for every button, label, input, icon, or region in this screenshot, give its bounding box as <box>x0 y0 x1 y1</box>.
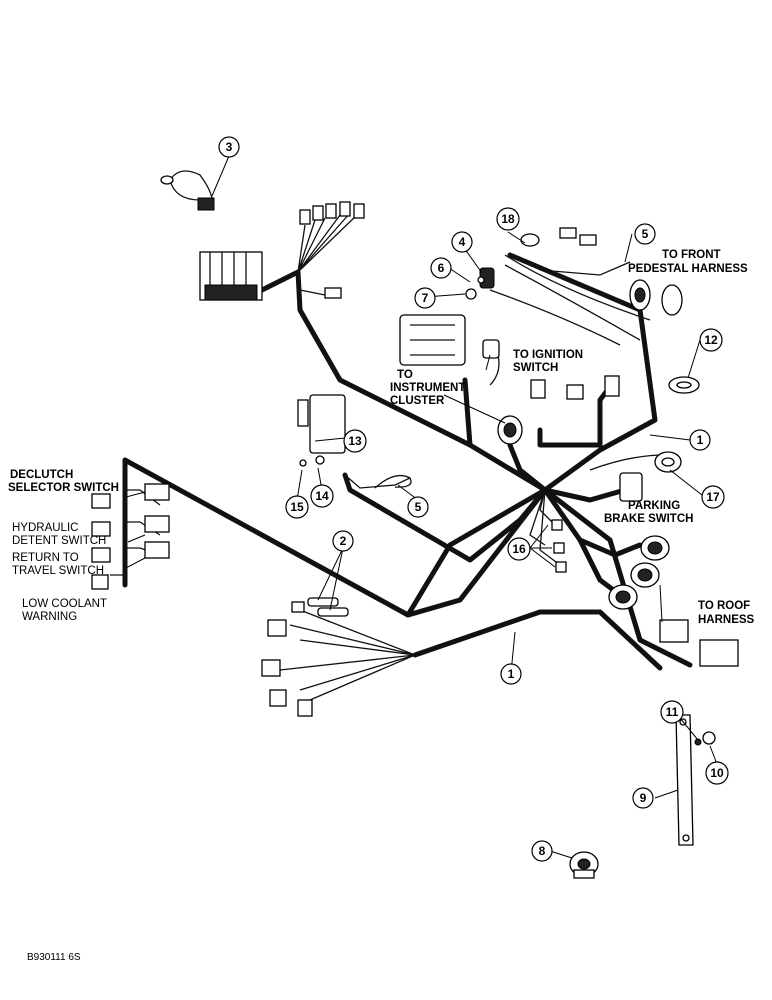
fuse-block <box>199 251 263 301</box>
svg-text:15: 15 <box>290 500 304 514</box>
grommet-18 <box>520 227 597 247</box>
svg-text:TRAVEL SWITCH: TRAVEL SWITCH <box>12 565 104 577</box>
callout-12: 12 <box>699 328 723 352</box>
lower-left-connectors <box>261 619 313 717</box>
bracket-9 <box>675 714 694 846</box>
callout-9: 9 <box>632 787 654 809</box>
label-parking-brake-switch: PARKING BRAKE SWITCH <box>604 500 693 525</box>
pedestal-connectors <box>629 279 683 316</box>
svg-text:5: 5 <box>415 500 422 514</box>
svg-text:18: 18 <box>501 212 515 226</box>
svg-text:6: 6 <box>438 261 445 275</box>
label-low-coolant-warning: LOW COOLANT WARNING <box>22 598 107 623</box>
callout-8: 8 <box>531 840 553 862</box>
callout-18: 18 <box>496 207 520 231</box>
callout-17: 17 <box>701 485 725 509</box>
svg-text:12: 12 <box>704 333 718 347</box>
svg-text:TO IGNITION: TO IGNITION <box>513 349 583 361</box>
callout-14: 14 <box>310 484 334 508</box>
label-return-to-travel-switch: RETURN TO TRAVEL SWITCH <box>12 552 104 577</box>
svg-text:3: 3 <box>226 140 233 154</box>
grommet-17 <box>654 451 682 473</box>
relay-block <box>399 314 466 366</box>
connector-3 <box>160 175 215 211</box>
wire-tie-5 <box>374 474 412 489</box>
label-to-roof-harness: TO ROOF HARNESS <box>698 600 755 626</box>
grommet-12 <box>668 376 700 394</box>
svg-text:17: 17 <box>706 490 720 504</box>
switch-connectors-left <box>91 483 170 590</box>
callout-11: 11 <box>660 700 684 724</box>
parking-brake-connector <box>619 472 643 502</box>
round-connectors-lower <box>608 535 670 610</box>
callout-7: 7 <box>414 287 436 309</box>
svg-text:4: 4 <box>459 235 466 249</box>
nut-10-11 <box>694 731 716 746</box>
svg-text:PARKING: PARKING <box>628 500 680 512</box>
svg-text:DETENT SWITCH: DETENT SWITCH <box>12 535 106 547</box>
leader-lines <box>125 155 718 859</box>
svg-text:LOW COOLANT: LOW COOLANT <box>22 598 107 610</box>
label-to-instrument-cluster: TO INSTRUMENT CLUSTER <box>390 369 465 407</box>
callout-2: 2 <box>332 530 354 552</box>
callout-1-upper: 1 <box>689 429 711 451</box>
roof-harness-connectors <box>659 619 739 667</box>
hardware-14-15 <box>299 455 325 467</box>
callout-16: 16 <box>507 537 531 561</box>
svg-text:14: 14 <box>315 489 329 503</box>
svg-text:WARNING: WARNING <box>22 611 77 623</box>
svg-text:10: 10 <box>710 766 724 780</box>
svg-text:11: 11 <box>666 705 679 719</box>
svg-text:2: 2 <box>340 534 347 548</box>
label-to-front-pedestal: TO FRONT PEDESTAL HARNESS <box>628 249 748 275</box>
svg-text:HYDRAULIC: HYDRAULIC <box>12 522 78 534</box>
label-hydraulic-detent-switch: HYDRAULIC DETENT SWITCH <box>12 522 106 547</box>
svg-text:INSTRUMENT: INSTRUMENT <box>390 382 465 394</box>
svg-text:SELECTOR SWITCH: SELECTOR SWITCH <box>8 482 119 494</box>
relay-13 <box>297 394 346 454</box>
main-harness <box>122 252 693 671</box>
callout-1-lower: 1 <box>500 663 522 685</box>
callout-3: 3 <box>218 136 240 158</box>
svg-text:1: 1 <box>697 433 704 447</box>
svg-text:TO FRONT: TO FRONT <box>662 249 721 261</box>
instrument-cluster-connector <box>497 415 523 445</box>
svg-text:7: 7 <box>422 291 429 305</box>
callout-5-lower: 5 <box>407 496 429 518</box>
callout-5-top: 5 <box>634 223 656 245</box>
svg-text:9: 9 <box>640 791 647 805</box>
svg-text:HARNESS: HARNESS <box>698 614 755 626</box>
label-declutch-selector-switch: DECLUTCH SELECTOR SWITCH <box>8 469 119 494</box>
ignition-relay-connectors <box>530 375 620 400</box>
callout-10: 10 <box>705 761 729 785</box>
item-16-terminals <box>551 519 567 573</box>
diodes-2 <box>291 597 349 617</box>
ignition-connector <box>482 339 500 359</box>
svg-text:BRAKE SWITCH: BRAKE SWITCH <box>604 513 693 525</box>
svg-text:16: 16 <box>512 542 526 556</box>
svg-text:13: 13 <box>348 434 362 448</box>
svg-text:RETURN TO: RETURN TO <box>12 552 79 564</box>
thin-wires <box>110 170 666 701</box>
svg-text:TO: TO <box>397 369 413 381</box>
svg-text:SWITCH: SWITCH <box>513 362 558 374</box>
svg-text:1: 1 <box>508 667 515 681</box>
callout-13: 13 <box>343 429 367 453</box>
switch-8 <box>569 851 599 879</box>
svg-text:5: 5 <box>642 227 649 241</box>
item-4-6-7-clip <box>465 267 495 300</box>
svg-text:TO ROOF: TO ROOF <box>698 600 750 612</box>
svg-text:CLUSTER: CLUSTER <box>390 395 445 407</box>
svg-text:8: 8 <box>539 844 546 858</box>
callout-4: 4 <box>451 231 473 253</box>
label-to-ignition-switch: TO IGNITION SWITCH <box>513 349 583 374</box>
figure-id: B930111 6S <box>27 952 81 963</box>
svg-text:DECLUTCH: DECLUTCH <box>10 469 73 481</box>
wire-terminals-top <box>299 201 365 299</box>
callout-15: 15 <box>285 495 309 519</box>
svg-text:PEDESTAL HARNESS: PEDESTAL HARNESS <box>628 263 748 275</box>
callout-6: 6 <box>430 257 452 279</box>
